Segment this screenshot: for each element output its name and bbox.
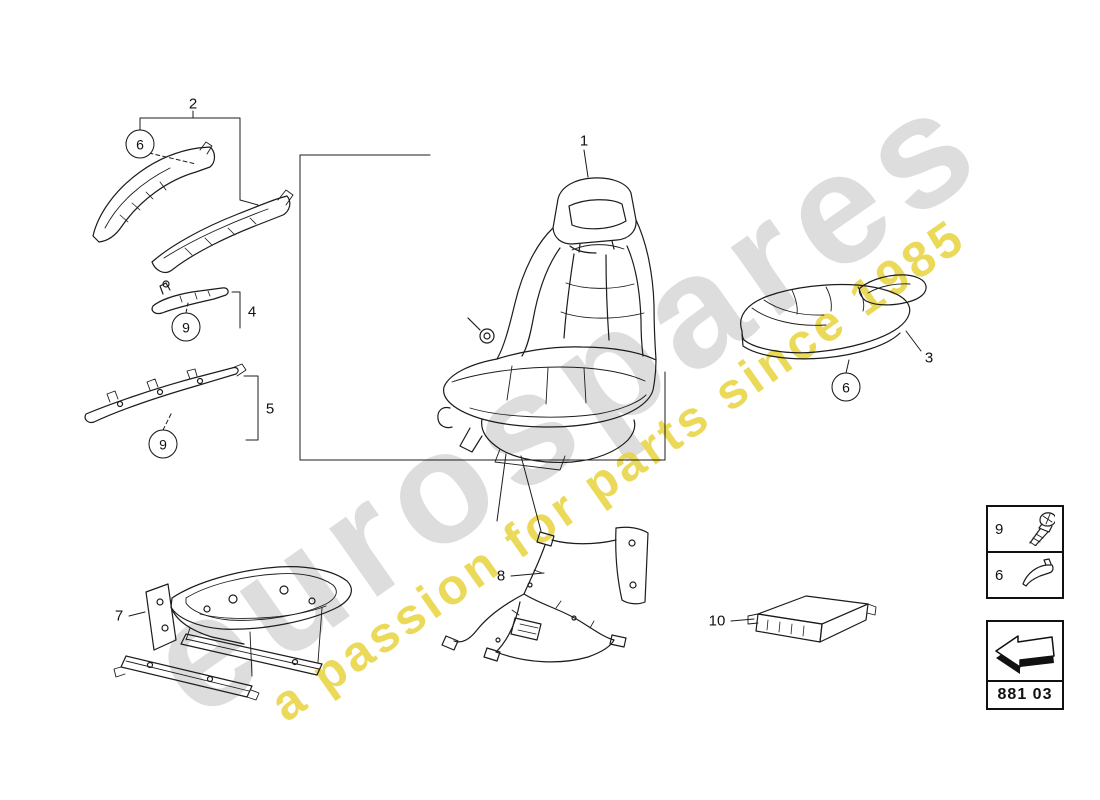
direction-arrow-box (986, 620, 1064, 682)
headrest-guide-illustration (151, 280, 229, 315)
clip-icon (1019, 557, 1055, 593)
callout-7-seat-frame: 7 (114, 607, 124, 625)
callout-5-trim-strip: 5 (265, 400, 275, 418)
seat-frame-illustration (113, 566, 352, 701)
callout-6-clip-backrest: 6 (125, 129, 155, 159)
fastener-legend: 9 6 (986, 505, 1064, 599)
backrest-trim-illustration (92, 141, 294, 274)
seat-cushion-illustration (740, 274, 927, 360)
wiring-harness-illustration (441, 526, 649, 663)
legend-box-clip: 6 (986, 551, 1064, 599)
callout-9-screw-strip: 9 (148, 429, 178, 459)
callout-2-backrest-trim: 2 (188, 95, 198, 113)
legend-box-screw: 9 (986, 505, 1064, 553)
screw-icon (1021, 508, 1057, 551)
part-code: 881 03 (997, 686, 1053, 703)
leader-lines (128, 110, 922, 622)
callout-6-clip-cushion: 6 (831, 372, 861, 402)
trim-strip-illustration (84, 363, 247, 424)
callout-8-wiring-harness: 8 (496, 567, 506, 585)
control-module-illustration (747, 595, 877, 643)
legend-screw-number: 9 (995, 520, 1004, 538)
callout-10-control-module: 10 (708, 612, 726, 630)
callout-4-headrest-guide: 4 (247, 303, 257, 321)
callout-1-seat: 1 (579, 132, 589, 150)
callout-9-screw-guide: 9 (171, 312, 201, 342)
part-code-box: 881 03 (986, 680, 1064, 710)
direction-arrow-icon (990, 622, 1060, 681)
seat-illustration (437, 177, 657, 471)
footer-block: 881 03 (986, 620, 1064, 710)
legend-clip-number: 6 (995, 566, 1004, 584)
callout-3-seat-cushion: 3 (924, 349, 934, 367)
